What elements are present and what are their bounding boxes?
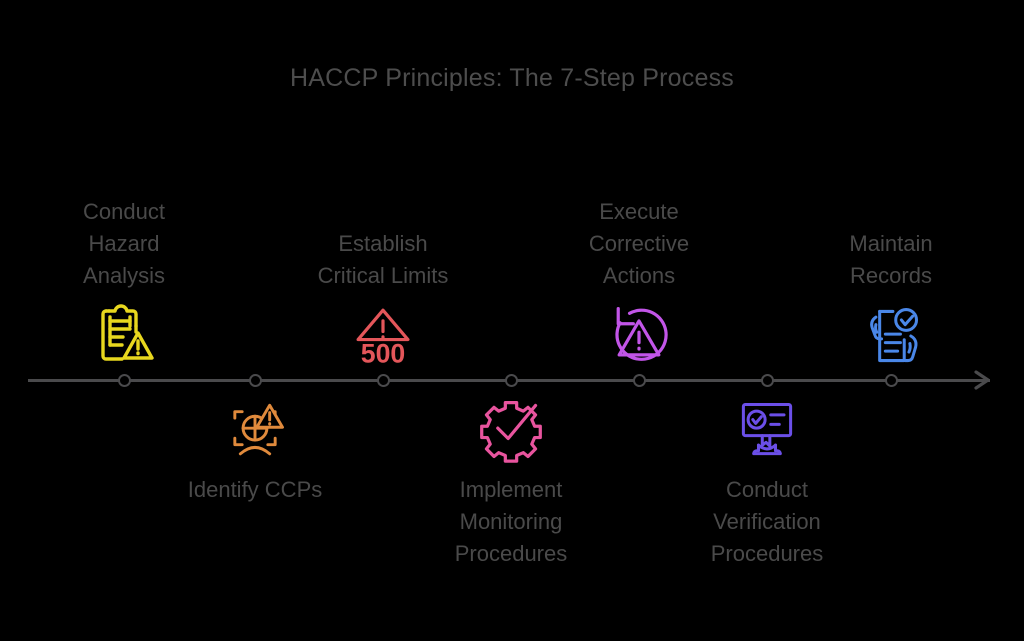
step-6-conduct-verification-procedures: Conduct Verification Procedures	[667, 394, 867, 570]
step-6-label: Conduct Verification Procedures	[710, 477, 824, 566]
step-7-maintain-records: Maintain Records	[791, 228, 991, 372]
timeline-node-6	[760, 373, 774, 387]
timeline-node-3	[376, 373, 390, 387]
step-1-label: Conduct Hazard Analysis	[83, 199, 165, 288]
hands-document-check-icon	[855, 300, 927, 372]
timeline-node-2	[248, 373, 262, 387]
timeline-node-7	[884, 373, 898, 387]
timeline-node-1	[117, 373, 131, 387]
clipboard-warning-icon	[88, 300, 160, 372]
step-5-execute-corrective-actions: Execute Corrective Actions	[539, 196, 739, 372]
warning-limit-500-icon: 500	[347, 300, 419, 372]
step-2-identify-ccps: Identify CCPs	[155, 394, 355, 506]
certificate-verified-icon	[731, 394, 803, 466]
step-7-label: Maintain Records	[849, 231, 933, 288]
refresh-warning-icon	[603, 300, 675, 372]
critical-limit-value: 500	[361, 339, 405, 369]
gear-check-icon	[475, 394, 547, 466]
timeline-node-4	[504, 373, 518, 387]
timeline-node-5	[632, 373, 646, 387]
step-3-label: Establish Critical Limits	[317, 231, 449, 288]
target-scan-warning-icon	[219, 394, 291, 466]
page-title: HACCP Principles: The 7-Step Process	[290, 64, 734, 92]
timeline-arrow-icon	[974, 370, 990, 390]
step-4-implement-monitoring-procedures: Implement Monitoring Procedures	[411, 394, 611, 570]
step-4-label: Implement Monitoring Procedures	[454, 477, 568, 566]
step-1-conduct-hazard-analysis: Conduct Hazard Analysis	[24, 196, 224, 372]
step-2-label: Identify CCPs	[187, 477, 323, 502]
step-3-establish-critical-limits: Establish Critical Limits 500	[283, 228, 483, 372]
step-5-label: Execute Corrective Actions	[588, 199, 690, 288]
